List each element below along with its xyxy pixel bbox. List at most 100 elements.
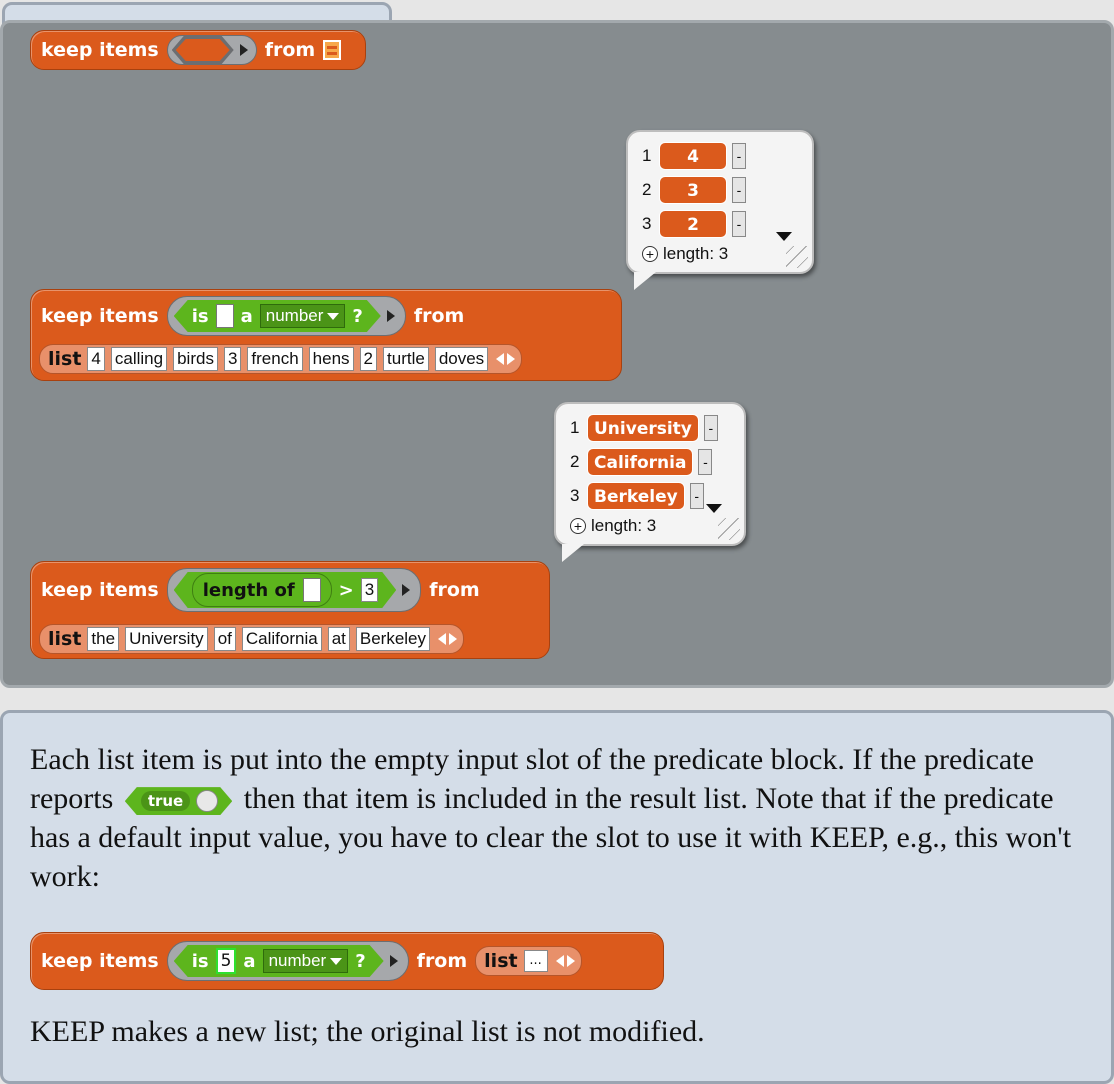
result-bubble-words: 1 University - 2 California - 3 Berkeley… <box>554 402 746 546</box>
remove-item-button[interactable]: - <box>732 143 746 169</box>
empty-input-slot[interactable] <box>216 304 234 328</box>
explanation-text-b: then that item is included in the result… <box>30 782 1072 893</box>
empty-input-slot[interactable] <box>303 578 321 602</box>
row-index: 1 <box>642 146 652 165</box>
type-dropdown[interactable]: number <box>263 949 349 973</box>
list-item-input[interactable]: 3 <box>223 347 242 371</box>
type-dropdown[interactable]: number <box>260 304 346 328</box>
empty-predicate-slot[interactable] <box>171 36 234 64</box>
question-label: ? <box>352 305 363 327</box>
list-item-input[interactable]: doves <box>434 347 489 371</box>
keep-items-block-numbers[interactable]: keep items is a number ? from list 4 cal… <box>30 289 622 381</box>
resize-handle-icon[interactable] <box>786 246 808 268</box>
remove-item-button[interactable]: - <box>732 211 746 237</box>
is-a-type-predicate[interactable]: is 5 a number ? <box>174 945 384 977</box>
predicate-ring[interactable]: is a number ? <box>166 296 406 336</box>
list-item-input[interactable]: birds <box>173 347 218 371</box>
row-index: 3 <box>570 486 580 505</box>
list-label: list <box>48 628 82 650</box>
predicate-ring[interactable]: is 5 a number ? <box>166 941 409 981</box>
list-label: list <box>484 950 518 972</box>
list-label: list <box>48 348 82 370</box>
list-watcher-row: 3 Berkeley - <box>570 482 704 510</box>
list-placeholder-input[interactable]: ... <box>523 950 548 972</box>
keep-items-palette-block[interactable]: keep items from <box>30 30 366 70</box>
greater-than-predicate[interactable]: length of > 3 <box>174 572 397 608</box>
arrow-left-icon[interactable] <box>555 955 564 967</box>
list-length-row: + length: 3 <box>642 244 728 264</box>
list-cell: 3 <box>659 176 727 204</box>
remove-item-button[interactable]: - <box>703 415 718 441</box>
gt-label: > <box>338 579 354 601</box>
list-watcher-row: 1 University - <box>570 414 718 442</box>
list-item-input[interactable]: Berkeley <box>355 627 431 651</box>
list-cell: Berkeley <box>587 482 685 510</box>
scroll-down-icon[interactable] <box>706 504 722 513</box>
type-dropdown-value: number <box>268 951 327 970</box>
list-item-input[interactable]: of <box>213 627 236 651</box>
length-of-reporter[interactable]: length of <box>192 573 332 607</box>
list-watcher-row: 1 4 - <box>642 142 746 170</box>
variadic-arrows[interactable] <box>555 955 575 967</box>
list-item-input[interactable]: calling <box>110 347 168 371</box>
list-item-input[interactable]: 4 <box>87 347 105 371</box>
keep-items-label: keep items <box>41 579 159 601</box>
list-watcher-row: 3 2 - <box>642 210 746 238</box>
question-label: ? <box>355 950 366 972</box>
arrow-right-icon[interactable] <box>449 633 458 645</box>
arrow-left-icon[interactable] <box>438 633 447 645</box>
explanation-paragraph: Each list item is put into the empty inp… <box>30 740 1090 896</box>
length-label: length: 3 <box>591 516 657 535</box>
a-label: a <box>240 305 253 327</box>
list-item-input[interactable]: turtle <box>383 347 429 371</box>
arrow-right-icon[interactable] <box>507 353 516 365</box>
keep-items-block-words[interactable]: keep items length of > 3 from list the U… <box>30 561 550 659</box>
ring-arrow-icon[interactable] <box>389 955 398 967</box>
variadic-arrows[interactable] <box>496 353 516 365</box>
arrow-left-icon[interactable] <box>496 353 505 365</box>
chevron-down-icon <box>330 958 342 965</box>
chevron-down-icon <box>327 313 339 320</box>
remove-item-button[interactable]: - <box>698 449 713 475</box>
list-cell: 2 <box>659 210 727 238</box>
list-item-input[interactable]: University <box>125 627 208 651</box>
list-reporter[interactable]: list ... <box>475 946 582 976</box>
remove-item-button[interactable]: - <box>689 483 704 509</box>
ring-arrow-icon[interactable] <box>386 310 395 322</box>
list-reporter[interactable]: list the University of California at Ber… <box>39 624 465 654</box>
add-item-icon[interactable]: + <box>642 246 658 262</box>
toggle-knob-icon <box>196 790 218 812</box>
list-item-input[interactable]: the <box>87 627 120 651</box>
list-item-input[interactable]: at <box>327 627 350 651</box>
predicate-ring-slot[interactable] <box>166 35 257 65</box>
result-bubble-numbers: 1 4 - 2 3 - 3 2 - + length: 3 <box>626 130 814 274</box>
length-of-label: length of <box>202 579 295 601</box>
variadic-arrows[interactable] <box>438 633 458 645</box>
list-item-input[interactable]: 2 <box>359 347 378 371</box>
keep-items-label: keep items <box>41 39 159 61</box>
explanation-text-a: Each list item is put into the empty inp… <box>30 743 1034 815</box>
is-label: is <box>191 950 209 972</box>
remove-item-button[interactable]: - <box>732 177 746 203</box>
bubble-tail <box>562 544 584 562</box>
closing-paragraph: KEEP makes a new list; the original list… <box>30 1015 705 1048</box>
default-value-input[interactable]: 5 <box>216 948 237 974</box>
ring-arrow-icon[interactable] <box>239 44 248 56</box>
predicate-ring[interactable]: length of > 3 <box>166 568 422 612</box>
threshold-input[interactable]: 3 <box>361 578 378 602</box>
is-a-type-predicate[interactable]: is a number ? <box>174 300 381 332</box>
from-label: from <box>429 579 480 601</box>
list-reporter[interactable]: list 4 calling birds 3 french hens 2 tur… <box>39 344 523 374</box>
scroll-down-icon[interactable] <box>776 232 792 241</box>
list-item-input[interactable]: french <box>247 347 303 371</box>
resize-handle-icon[interactable] <box>718 518 740 540</box>
from-label: from <box>416 950 468 972</box>
length-label: length: 3 <box>663 244 729 263</box>
list-item-input[interactable]: hens <box>308 347 354 371</box>
list-item-input[interactable]: California <box>241 627 322 651</box>
add-item-icon[interactable]: + <box>570 518 586 534</box>
ring-arrow-icon[interactable] <box>402 584 411 596</box>
list-slot-icon[interactable] <box>323 40 342 60</box>
arrow-right-icon[interactable] <box>566 955 575 967</box>
keep-items-block-bad-example[interactable]: keep items is 5 a number ? from list ... <box>30 932 664 990</box>
